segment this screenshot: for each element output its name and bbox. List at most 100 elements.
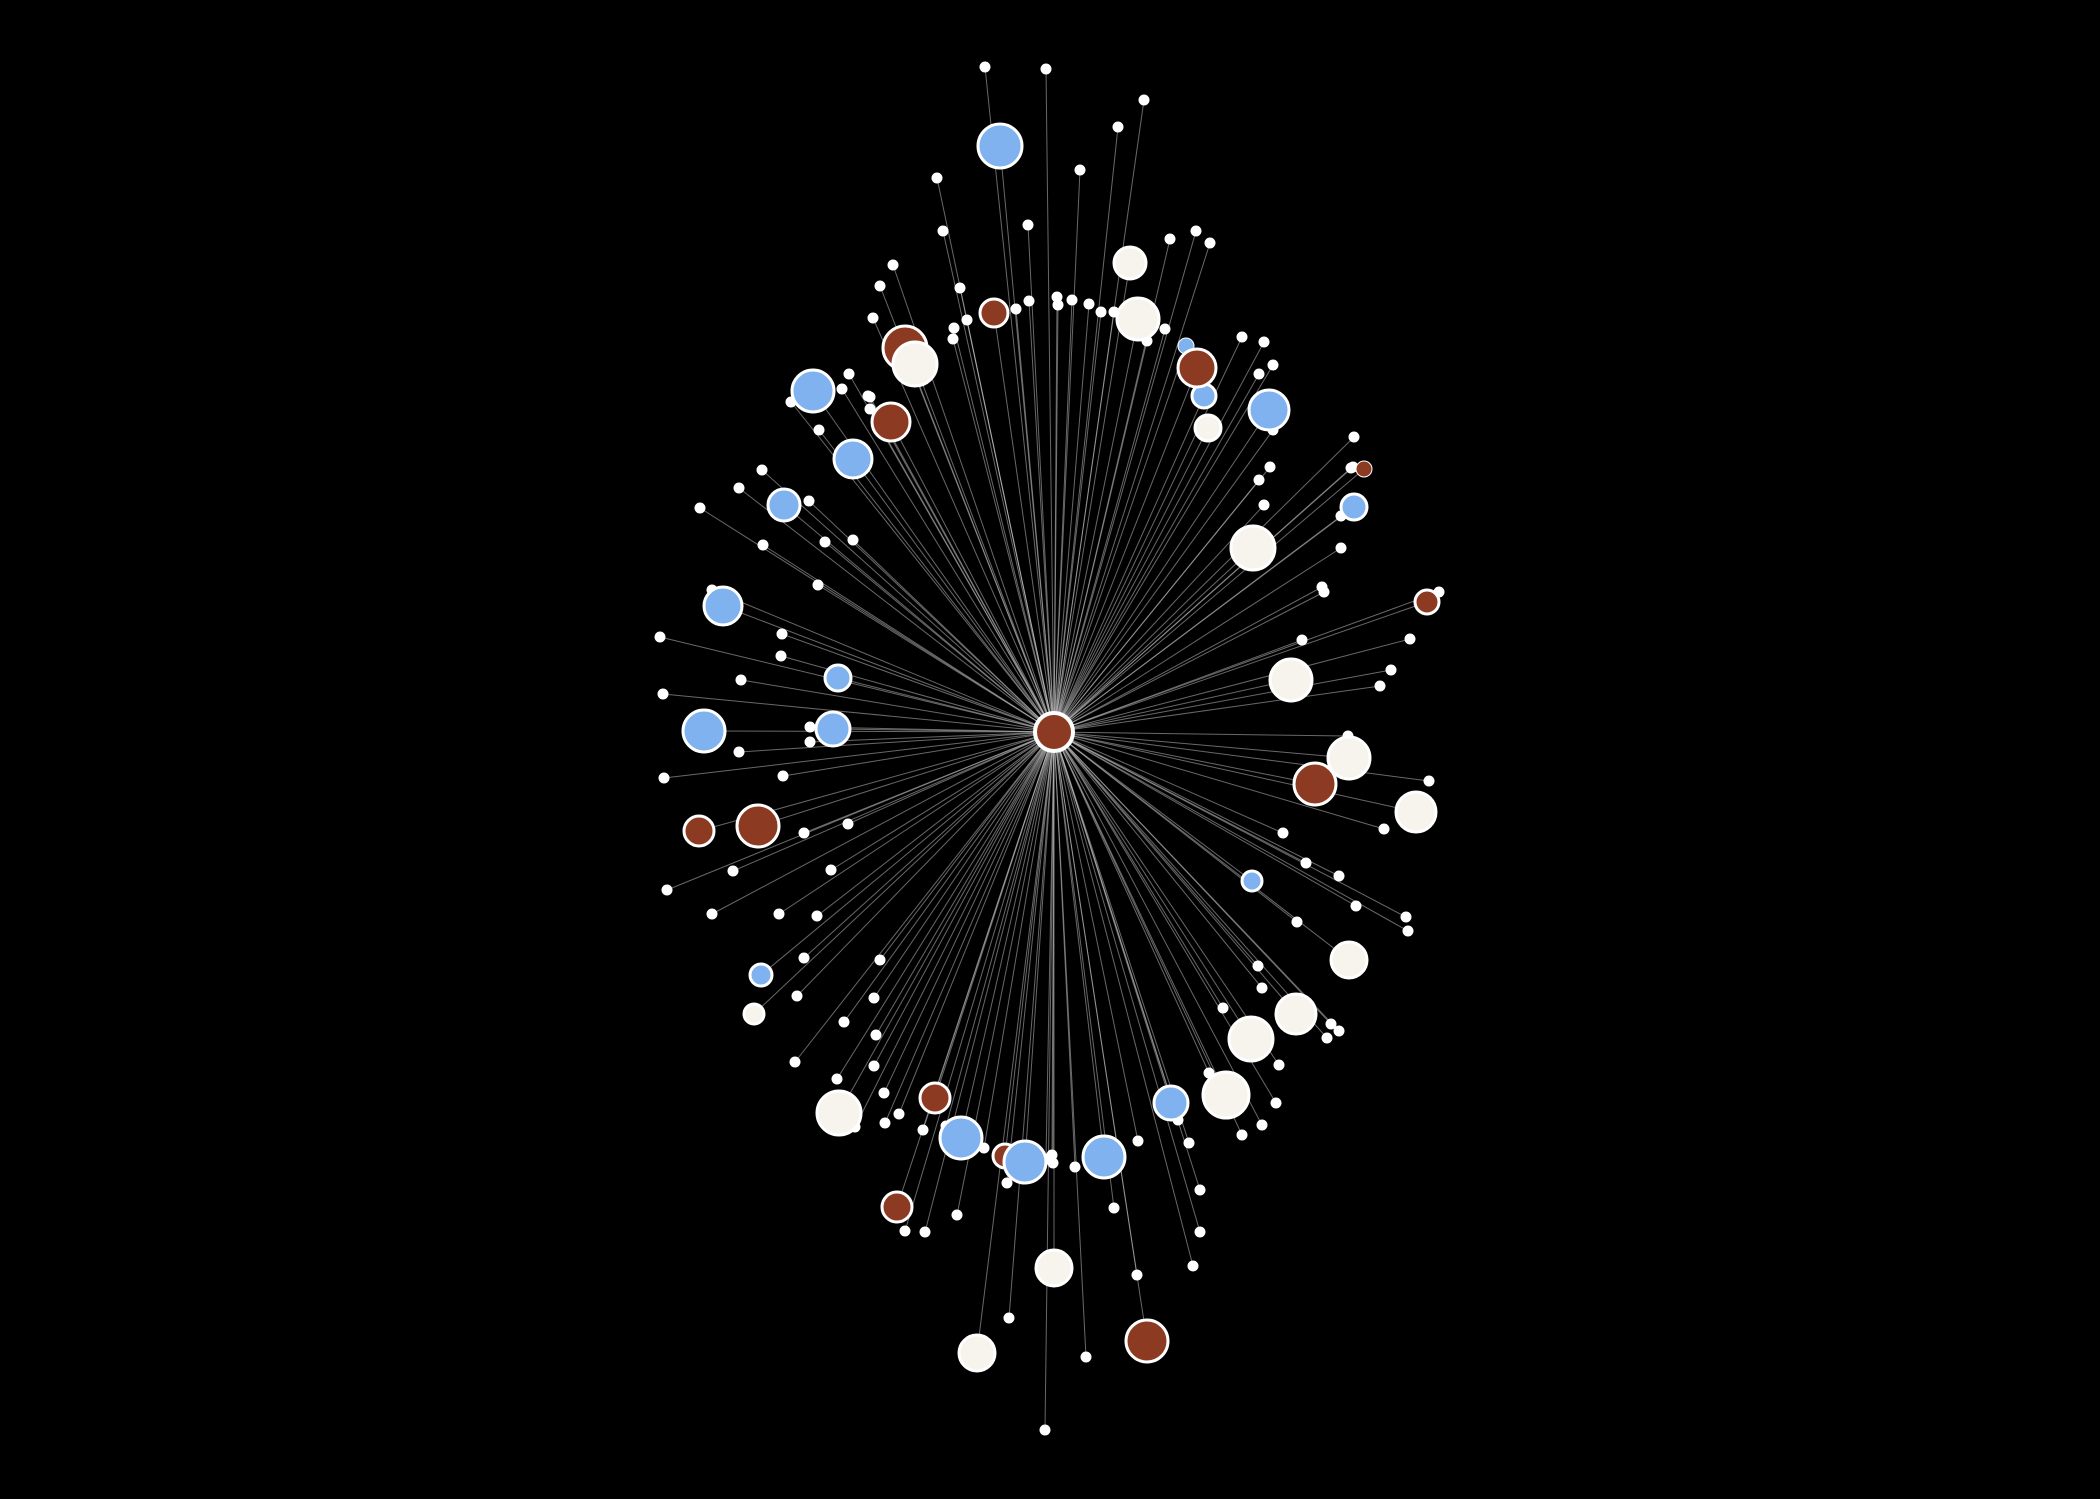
- node-dot: [735, 674, 747, 686]
- node-red: [1413, 588, 1441, 616]
- node-dot: [1296, 634, 1308, 646]
- edge: [984, 66, 1055, 733]
- node-dot: [1273, 1059, 1285, 1071]
- node-white: [1227, 1015, 1275, 1063]
- node-blue: [681, 708, 727, 754]
- node-blue: [832, 438, 874, 480]
- edge: [1053, 591, 1325, 733]
- edge: [1053, 299, 1073, 733]
- node-dot: [757, 539, 769, 551]
- edge: [1053, 731, 1417, 813]
- node-dot: [1348, 431, 1360, 443]
- node-red: [978, 297, 1010, 329]
- node-dot: [954, 282, 966, 294]
- node-dot: [1187, 1260, 1199, 1272]
- node-dot: [798, 827, 810, 839]
- node-dot: [1256, 982, 1268, 994]
- edge: [824, 541, 1055, 733]
- node-dot: [657, 688, 669, 700]
- node-dot: [867, 312, 879, 324]
- node-blue: [1247, 388, 1291, 432]
- edge: [1053, 364, 1274, 733]
- edge: [780, 655, 1055, 733]
- node-red: [870, 401, 912, 443]
- node-blue: [1240, 869, 1264, 893]
- edge: [711, 731, 1055, 915]
- node-blue: [823, 663, 853, 693]
- edge: [1006, 731, 1055, 1184]
- node-white: [1112, 245, 1148, 281]
- edge: [1045, 731, 1055, 1160]
- edge: [1053, 429, 1274, 733]
- edge: [953, 327, 1055, 733]
- node-dot: [1080, 1351, 1092, 1363]
- node-dot: [947, 333, 959, 345]
- node-white: [742, 1002, 766, 1026]
- edge: [1053, 504, 1265, 733]
- edge: [1053, 731, 1430, 782]
- edge: [794, 731, 1055, 1063]
- edge: [1053, 341, 1265, 733]
- node-dot: [1112, 121, 1124, 133]
- node-dot: [1402, 925, 1414, 937]
- node-white: [1201, 1070, 1251, 1120]
- edge: [1053, 303, 1090, 733]
- node-red: [735, 803, 781, 849]
- edge: [666, 731, 1055, 891]
- edge: [1053, 731, 1407, 918]
- node-dot: [917, 1124, 929, 1136]
- edge: [781, 633, 1055, 733]
- node-dot: [773, 908, 785, 920]
- node-dot: [838, 1016, 850, 1028]
- node-dot: [919, 1226, 931, 1238]
- node-dot: [1258, 336, 1270, 348]
- edge: [738, 487, 1055, 733]
- node-blue: [938, 1115, 984, 1161]
- node-dot: [1318, 586, 1330, 598]
- node-white: [891, 340, 939, 388]
- edge: [1053, 679, 1292, 733]
- node-dot: [1400, 911, 1412, 923]
- edge: [1053, 731, 1284, 834]
- node-dot: [843, 368, 855, 380]
- edge: [1053, 731, 1224, 1009]
- edge: [875, 731, 1055, 1036]
- edge: [1053, 731, 1280, 1066]
- node-blue: [1152, 1084, 1190, 1122]
- node-dot: [1194, 1226, 1206, 1238]
- node-dot: [1052, 299, 1064, 311]
- node-dot: [893, 1108, 905, 1120]
- node-dot: [1252, 960, 1264, 972]
- node-dot: [951, 1209, 963, 1221]
- node-white: [1229, 524, 1277, 572]
- edge: [869, 408, 1055, 733]
- node-dot: [1277, 827, 1289, 839]
- edge: [1053, 311, 1115, 733]
- edge: [1024, 731, 1055, 1163]
- node-white: [1115, 296, 1161, 342]
- edge: [1053, 638, 1411, 733]
- edge: [1053, 731, 1349, 737]
- edge: [753, 731, 1055, 1015]
- edge: [1044, 731, 1055, 1431]
- edge: [1028, 300, 1055, 733]
- node-dot: [1023, 295, 1035, 307]
- node-dot: [811, 910, 823, 922]
- node-white: [1268, 657, 1314, 703]
- node-dot: [847, 534, 859, 546]
- edge: [1053, 304, 1059, 733]
- edge: [904, 731, 1055, 1232]
- edge: [869, 396, 1055, 733]
- edge: [1053, 685, 1381, 733]
- node-dot: [1335, 542, 1347, 554]
- node-dot: [1069, 1161, 1081, 1173]
- node-layer: [654, 61, 1445, 1436]
- node-red: [1176, 347, 1218, 389]
- node-dot: [864, 403, 876, 415]
- edge: [1053, 373, 1260, 733]
- edge: [711, 589, 1055, 733]
- edge: [663, 731, 1055, 779]
- edge: [1053, 345, 1187, 733]
- edge: [778, 731, 1055, 915]
- edge: [836, 731, 1055, 1080]
